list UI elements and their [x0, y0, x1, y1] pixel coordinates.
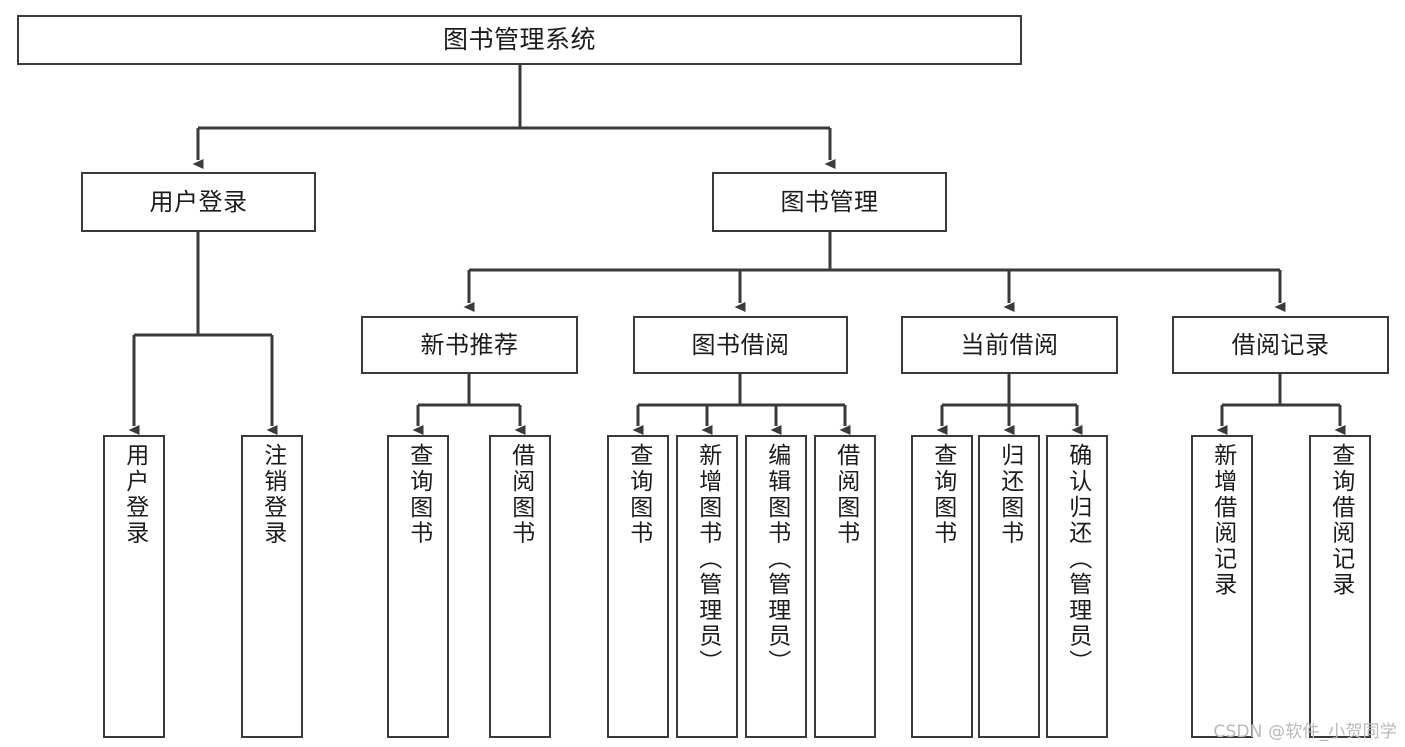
leaf-query-borrow-record[interactable]: 查询借阅记录 [1309, 435, 1371, 738]
node-label: 注销登录 [259, 443, 286, 547]
leaf-borrow-book-rec[interactable]: 借阅图书 [489, 435, 551, 738]
node-user-login[interactable]: 用户登录 [81, 172, 316, 232]
node-label: 新增图书（管理员） [694, 443, 721, 675]
node-label: 借阅图书 [507, 443, 534, 547]
node-book-management[interactable]: 图书管理 [712, 172, 947, 232]
node-label: 用户登录 [121, 443, 148, 547]
node-borrow-record[interactable]: 借阅记录 [1172, 316, 1389, 374]
node-label: 借阅记录 [1231, 330, 1330, 359]
node-label: 借阅图书 [832, 443, 859, 547]
node-label: 新书推荐 [420, 330, 519, 359]
leaf-logout[interactable]: 注销登录 [241, 435, 303, 738]
node-root-system[interactable]: 图书管理系统 [17, 15, 1022, 65]
leaf-query-book-borrow[interactable]: 查询图书 [607, 435, 669, 738]
leaf-query-book-current[interactable]: 查询图书 [911, 435, 973, 738]
node-label: 当前借阅 [960, 330, 1059, 359]
watermark: CSDN @软件_小贺同学 [1213, 722, 1397, 742]
leaf-query-book-rec[interactable]: 查询图书 [387, 435, 449, 738]
leaf-add-borrow-record[interactable]: 新增借阅记录 [1191, 435, 1253, 738]
leaf-add-book-admin[interactable]: 新增图书（管理员） [676, 435, 738, 738]
node-current-borrow[interactable]: 当前借阅 [901, 316, 1118, 374]
node-label: 归还图书 [996, 443, 1023, 547]
node-label: 确认归还（管理员） [1064, 443, 1091, 675]
leaf-edit-book-admin[interactable]: 编辑图书（管理员） [745, 435, 807, 738]
node-label: 用户登录 [149, 187, 248, 216]
leaf-user-login[interactable]: 用户登录 [103, 435, 165, 738]
node-label: 查询图书 [405, 443, 432, 547]
leaf-return-book[interactable]: 归还图书 [978, 435, 1040, 738]
node-label: 图书管理系统 [442, 25, 596, 55]
node-new-book-recommend[interactable]: 新书推荐 [361, 316, 578, 374]
leaf-borrow-book[interactable]: 借阅图书 [814, 435, 876, 738]
node-label: 查询借阅记录 [1327, 443, 1354, 598]
leaf-confirm-return-admin[interactable]: 确认归还（管理员） [1046, 435, 1108, 738]
node-label: 编辑图书（管理员） [763, 443, 790, 675]
node-label: 查询图书 [929, 443, 956, 547]
node-label: 图书管理 [780, 187, 879, 216]
node-label: 查询图书 [625, 443, 652, 547]
node-label: 新增借阅记录 [1209, 443, 1236, 598]
node-book-borrow[interactable]: 图书借阅 [633, 316, 848, 374]
node-label: 图书借阅 [691, 330, 790, 359]
